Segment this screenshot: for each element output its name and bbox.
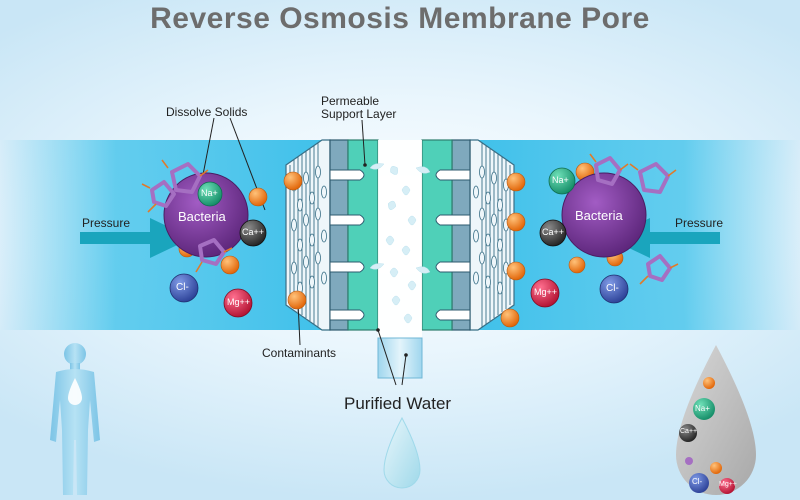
calcium-right-label: Ca++ bbox=[542, 227, 565, 237]
page-title: Reverse Osmosis Membrane Pore bbox=[150, 2, 650, 35]
label-pressure-right: Pressure bbox=[675, 216, 724, 230]
magnesium-drop-label: Mg++ bbox=[719, 481, 737, 488]
chloride-left-label: Cl- bbox=[176, 282, 189, 293]
chloride-ion-right bbox=[599, 274, 629, 304]
label-support-layer: Support Layer bbox=[321, 107, 397, 121]
chloride-drop-label: Cl- bbox=[692, 477, 703, 486]
calcium-ion-left bbox=[239, 219, 267, 247]
pressure-arrow-left bbox=[80, 218, 192, 258]
human-silhouette bbox=[50, 343, 100, 495]
magnesium-ion-left bbox=[223, 288, 253, 318]
center-channel bbox=[378, 140, 422, 338]
label-pressure-left: Pressure bbox=[82, 216, 131, 230]
magnesium-ion-right bbox=[530, 278, 560, 308]
calcium-left-label: Ca++ bbox=[242, 227, 265, 237]
label-purified-water: Purified Water bbox=[344, 394, 452, 413]
magnesium-right-label: Mg++ bbox=[534, 287, 558, 297]
water-droplets bbox=[369, 163, 431, 324]
human-water-drop bbox=[68, 378, 82, 405]
calcium-drop-label: Ca++ bbox=[680, 428, 698, 435]
chloride-right-label: Cl- bbox=[606, 283, 619, 294]
sodium-drop-label: Na+ bbox=[695, 404, 710, 413]
sodium-ion-right bbox=[548, 167, 576, 195]
molecule-bonds bbox=[141, 153, 679, 285]
membrane-right bbox=[421, 139, 515, 331]
bacteria-left bbox=[163, 172, 249, 258]
bacteria-left-label: Bacteria bbox=[178, 209, 226, 224]
purified-water-drop bbox=[383, 416, 421, 489]
label-dissolve-solids: Dissolve Solids bbox=[166, 105, 248, 119]
sodium-right-label: Na+ bbox=[552, 175, 569, 185]
drop-particles bbox=[679, 377, 735, 494]
bacteria-right-label: Bacteria bbox=[575, 208, 623, 223]
calcium-ion-right bbox=[539, 219, 567, 247]
contaminated-drop bbox=[676, 345, 756, 495]
chloride-ion-left bbox=[169, 273, 199, 303]
magnesium-left-label: Mg++ bbox=[227, 297, 251, 307]
sodium-ion-left bbox=[197, 181, 223, 207]
label-permeable: Permeable bbox=[321, 94, 380, 108]
bacteria-right bbox=[561, 172, 647, 258]
sodium-left-label: Na+ bbox=[201, 188, 218, 198]
label-contaminants: Contaminants bbox=[262, 346, 337, 360]
